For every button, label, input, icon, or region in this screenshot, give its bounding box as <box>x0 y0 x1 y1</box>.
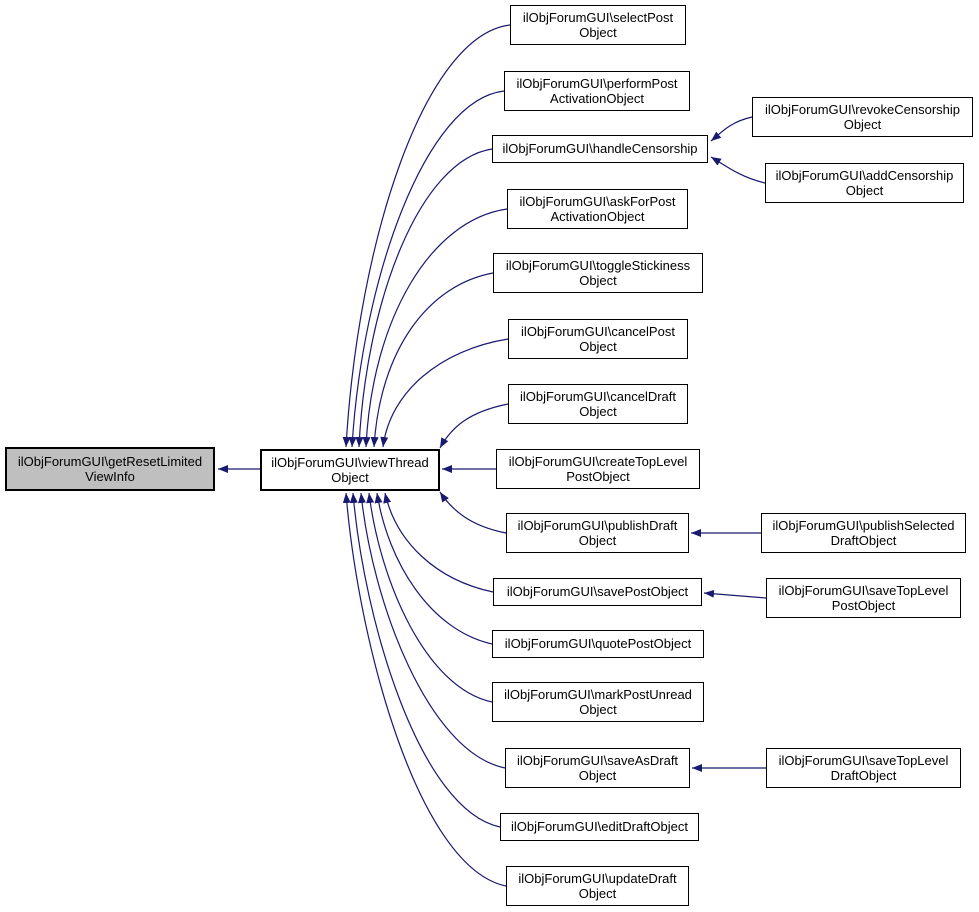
node-label: ilObjForumGUI\performPost ActivationObje… <box>516 75 678 106</box>
node-label: ilObjForumGUI\viewThread Object <box>271 454 429 485</box>
node-addCensorshipObject[interactable]: ilObjForumGUI\addCensorship Object <box>765 163 964 203</box>
node-label: ilObjForumGUI\quotePostObject <box>504 636 692 652</box>
edge-markPostUnreadObject-viewThreadObject <box>366 492 493 703</box>
node-label: ilObjForumGUI\publishDraft Object <box>517 517 678 548</box>
node-saveTopLevelDraftObject[interactable]: ilObjForumGUI\saveTopLevel DraftObject <box>766 748 961 788</box>
edge-updateDraftObject-viewThreadObject <box>342 492 507 887</box>
node-cancelPostObject[interactable]: ilObjForumGUI\cancelPost Object <box>508 319 688 359</box>
node-saveAsDraftObject[interactable]: ilObjForumGUI\saveAsDraft Object <box>505 748 690 788</box>
node-label: ilObjForumGUI\createTopLevel PostObject <box>508 453 688 484</box>
node-createTopLevelPostObject[interactable]: ilObjForumGUI\createTopLevel PostObject <box>496 449 700 489</box>
node-label: ilObjForumGUI\cancelDraft Object <box>519 388 677 419</box>
node-label: ilObjForumGUI\saveAsDraft Object <box>516 752 679 783</box>
node-savePostObject[interactable]: ilObjForumGUI\savePostObject <box>493 578 702 606</box>
node-editDraftObject[interactable]: ilObjForumGUI\editDraftObject <box>500 813 699 841</box>
node-handleCensorship[interactable]: ilObjForumGUI\handleCensorship <box>492 135 708 163</box>
node-label: ilObjForumGUI\savePostObject <box>506 584 689 600</box>
node-label: ilObjForumGUI\saveTopLevel DraftObject <box>778 752 949 783</box>
node-cancelDraftObject[interactable]: ilObjForumGUI\cancelDraft Object <box>508 384 688 424</box>
edge-performPostActivationObject-viewThreadObject <box>348 90 505 448</box>
node-selectPostObject[interactable]: ilObjForumGUI\selectPost Object <box>510 5 686 45</box>
node-label: ilObjForumGUI\toggleStickiness Object <box>505 257 691 288</box>
node-label: ilObjForumGUI\publishSelected DraftObjec… <box>772 517 955 548</box>
node-performPostActivationObject[interactable]: ilObjForumGUI\performPost ActivationObje… <box>504 71 690 111</box>
edge-revokeCensorshipObject-handleCensorship <box>710 116 753 142</box>
node-publishDraftObject[interactable]: ilObjForumGUI\publishDraft Object <box>506 513 689 553</box>
node-markPostUnreadObject[interactable]: ilObjForumGUI\markPostUnread Object <box>492 682 704 722</box>
edge-saveTopLevelPostObject-savePostObject <box>703 589 767 599</box>
edge-saveAsDraftObject-viewThreadObject <box>358 492 506 769</box>
node-getResetLimitedViewInfo: ilObjForumGUI\getResetLimited ViewInfo <box>5 447 215 491</box>
node-label: ilObjForumGUI\updateDraft Object <box>518 870 677 901</box>
node-saveTopLevelPostObject[interactable]: ilObjForumGUI\saveTopLevel PostObject <box>766 578 961 618</box>
node-label: ilObjForumGUI\getResetLimited ViewInfo <box>17 453 203 484</box>
edge-askForPostActivationObject-viewThreadObject <box>362 208 508 448</box>
edge-cancelPostObject-viewThreadObject <box>380 338 509 448</box>
node-publishSelectedDraftObject[interactable]: ilObjForumGUI\publishSelected DraftObjec… <box>761 513 966 553</box>
node-toggleStickinessObject[interactable]: ilObjForumGUI\toggleStickiness Object <box>493 253 703 293</box>
edge-addCensorshipObject-handleCensorship <box>710 156 766 184</box>
node-label: ilObjForumGUI\editDraftObject <box>511 819 688 835</box>
edge-selectPostObject-viewThreadObject <box>342 24 511 448</box>
node-askForPostActivationObject[interactable]: ilObjForumGUI\askForPost ActivationObjec… <box>507 189 688 229</box>
node-viewThreadObject[interactable]: ilObjForumGUI\viewThread Object <box>260 449 440 491</box>
edge-quotePostObject-viewThreadObject <box>374 492 493 645</box>
edge-toggleStickinessObject-viewThreadObject <box>370 272 494 448</box>
node-quotePostObject[interactable]: ilObjForumGUI\quotePostObject <box>492 630 704 658</box>
edge-editDraftObject-viewThreadObject <box>349 492 501 828</box>
edge-savePostObject-viewThreadObject <box>383 492 494 593</box>
node-revokeCensorshipObject[interactable]: ilObjForumGUI\revokeCensorship Object <box>752 97 973 137</box>
edge-publishDraftObject-viewThreadObject <box>439 491 507 534</box>
node-label: ilObjForumGUI\saveTopLevel PostObject <box>778 582 949 613</box>
edge-handleCensorship-viewThreadObject <box>355 148 493 448</box>
edge-cancelDraftObject-viewThreadObject <box>439 403 509 449</box>
node-label: ilObjForumGUI\handleCensorship <box>502 141 698 157</box>
node-label: ilObjForumGUI\selectPost Object <box>522 9 674 40</box>
node-label: ilObjForumGUI\revokeCensorship Object <box>764 101 961 132</box>
node-label: ilObjForumGUI\cancelPost Object <box>521 323 675 354</box>
node-label: ilObjForumGUI\markPostUnread Object <box>504 686 692 717</box>
node-label: ilObjForumGUI\addCensorship Object <box>775 167 954 198</box>
node-updateDraftObject[interactable]: ilObjForumGUI\updateDraft Object <box>506 866 689 906</box>
node-label: ilObjForumGUI\askForPost ActivationObjec… <box>519 193 676 224</box>
